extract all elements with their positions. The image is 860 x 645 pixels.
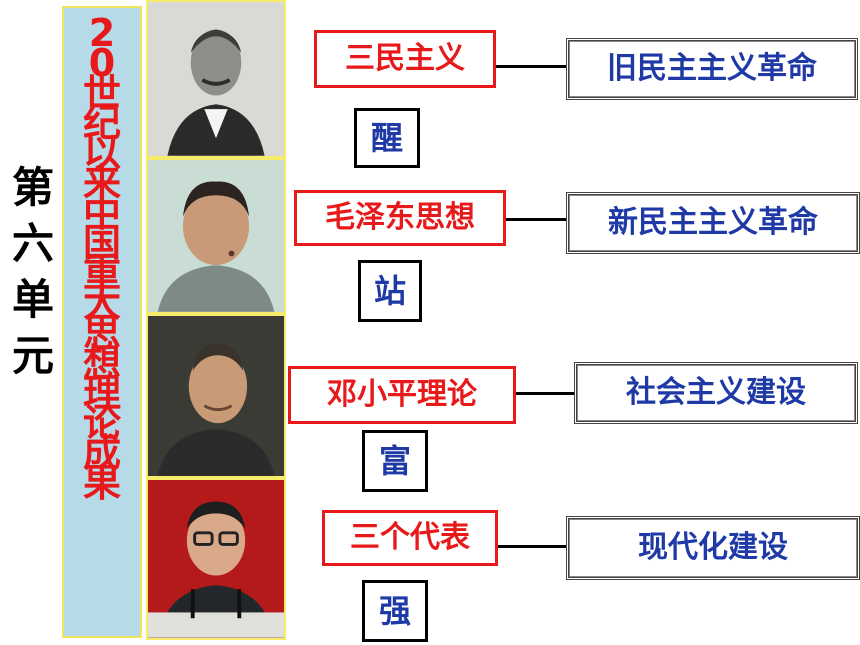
banner-char: 0 <box>88 41 116 85</box>
goal-box-old-democratic-revolution: 旧民主主义革命 <box>566 38 858 100</box>
banner-char: 成 <box>82 431 121 475</box>
banner-char: 以 <box>82 131 121 175</box>
theory-box-three-represents: 三个代表 <box>322 510 498 566</box>
portrait-photo-1 <box>146 0 286 158</box>
portrait-photo-icon <box>148 316 284 476</box>
banner-char: 纪 <box>82 101 121 145</box>
portrait-photo-icon <box>148 480 284 638</box>
unit-title-char: 六 <box>11 219 54 268</box>
keyword-box-qiang: 强 <box>362 580 428 642</box>
unit-title-char: 单 <box>11 275 54 324</box>
banner-char: 果 <box>82 461 121 505</box>
banner-char: 2 <box>88 11 116 55</box>
portrait-photo-2 <box>146 158 286 314</box>
portrait-photo-icon <box>148 160 284 312</box>
banner-char: 大 <box>82 281 121 325</box>
theory-box-deng: 邓小平理论 <box>288 366 516 424</box>
connector-line <box>516 392 574 395</box>
banner-char: 论 <box>82 401 121 445</box>
portrait-photo-4 <box>146 478 286 640</box>
banner-char: 重 <box>82 251 121 295</box>
keyword-box-zhan: 站 <box>358 260 422 322</box>
keyword-box-xing: 醒 <box>354 108 420 168</box>
unit-title: 第 六 单 元 <box>8 160 58 384</box>
banner-char: 来 <box>82 161 121 205</box>
theory-box-mao: 毛泽东思想 <box>294 190 506 246</box>
goal-box-new-democratic-revolution: 新民主主义革命 <box>566 192 860 254</box>
unit-title-char: 元 <box>11 331 54 380</box>
keyword-box-fu: 富 <box>362 430 428 492</box>
vertical-banner: 2 0 世 纪 以 来 中 国 重 大 思 想 理 论 成 果 <box>62 6 142 638</box>
connector-line <box>506 218 568 221</box>
portrait-photo-3 <box>146 314 286 478</box>
banner-char: 国 <box>82 221 121 265</box>
unit-title-char: 第 <box>11 163 54 212</box>
connector-line <box>498 545 570 548</box>
theory-box-sanmin: 三民主义 <box>314 30 496 88</box>
goal-box-modernization: 现代化建设 <box>566 516 860 580</box>
connector-line <box>496 65 568 68</box>
banner-char: 思 <box>82 311 121 355</box>
banner-char: 世 <box>82 71 121 115</box>
banner-char: 想 <box>82 341 121 385</box>
banner-title: 2 0 世 纪 以 来 中 国 重 大 思 想 理 论 成 果 <box>64 11 140 505</box>
banner-char: 理 <box>82 371 121 415</box>
portrait-photo-icon <box>148 2 284 156</box>
goal-box-socialist-construction: 社会主义建设 <box>574 362 858 424</box>
banner-char: 中 <box>82 191 121 235</box>
